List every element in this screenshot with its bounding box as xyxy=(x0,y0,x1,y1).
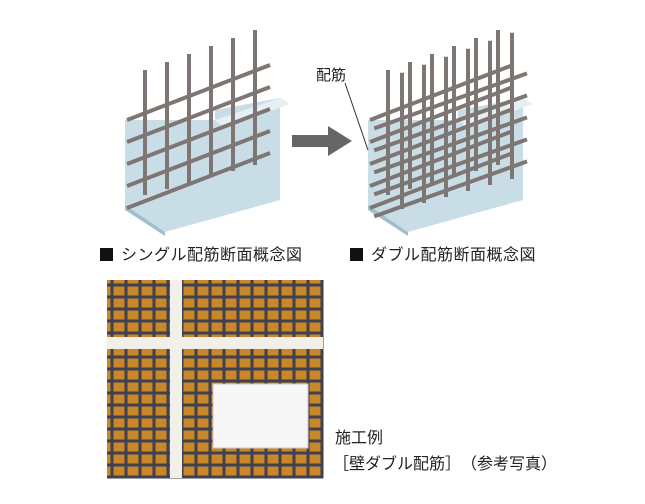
arrow-icon xyxy=(292,126,352,156)
callout-leader-line xyxy=(344,82,369,151)
horizontal-rebar xyxy=(373,137,528,197)
measuring-tape-horizontal xyxy=(107,337,323,349)
horizontal-rebar xyxy=(373,71,528,131)
horizontal-rebar xyxy=(126,151,271,210)
horizontal-rebar xyxy=(126,129,271,188)
square-bullet-icon xyxy=(100,248,113,261)
caption-text: ダブル配筋断面概念図 xyxy=(371,245,537,264)
concrete-wall xyxy=(125,98,280,232)
double-rebar-wall-diagram xyxy=(368,30,533,236)
caption-text: シングル配筋断面概念図 xyxy=(121,245,303,264)
single-rebar-wall-diagram xyxy=(125,30,290,236)
horizontal-rebar xyxy=(373,115,528,175)
horizontal-rebar xyxy=(126,63,271,122)
example-subtitle: ［壁ダブル配筋］ （参考写真） xyxy=(333,454,558,473)
horizontal-rebar xyxy=(126,107,271,166)
horizontal-rebar xyxy=(126,85,271,144)
horizontal-rebar xyxy=(373,93,528,153)
construction-photo xyxy=(107,280,324,479)
measuring-tape-vertical xyxy=(170,280,182,478)
example-title: 施工例 xyxy=(335,428,384,447)
square-bullet-icon xyxy=(350,248,363,261)
horizontal-rebar xyxy=(373,159,528,219)
double-rebar-caption: ダブル配筋断面概念図 xyxy=(350,241,536,265)
site-signboard xyxy=(212,383,309,449)
single-rebar-caption: シングル配筋断面概念図 xyxy=(100,241,303,265)
rebar-callout-label: 配筋 xyxy=(316,66,347,84)
